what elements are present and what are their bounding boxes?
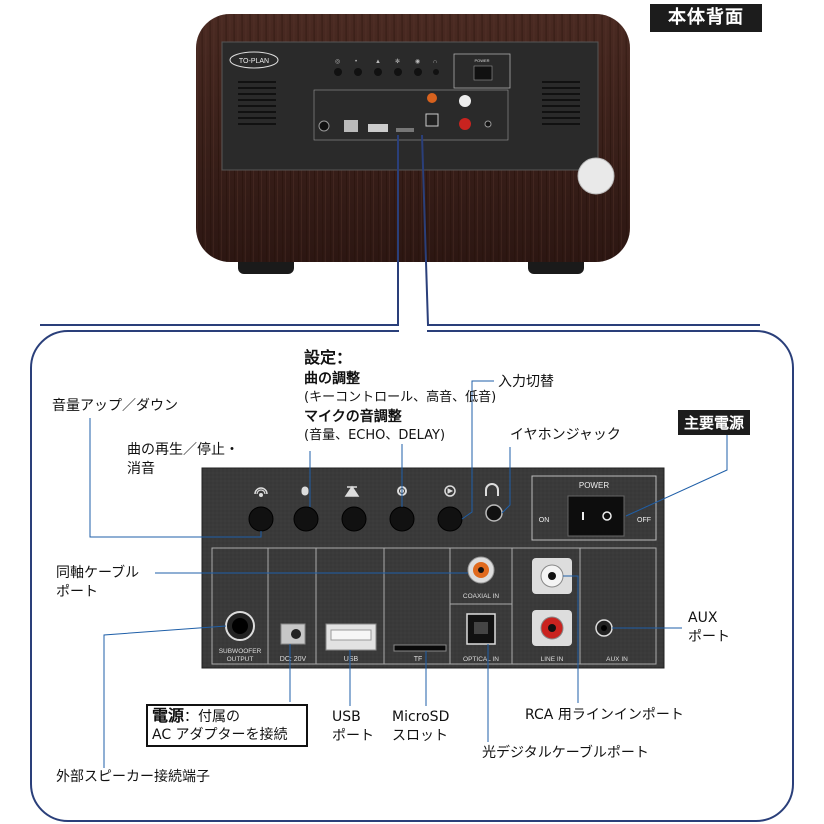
coaxial-label-2: ポート <box>56 584 98 600</box>
play-pause-button <box>293 506 319 532</box>
play-pause-label-2: 消音 <box>127 461 155 477</box>
svg-text:◉: ◉ <box>415 59 420 65</box>
play-pause-label-1: 曲の再生／停止・ <box>127 442 239 458</box>
brand-label: TO-PLAN <box>239 58 269 65</box>
svg-text:COAXIAL IN: COAXIAL IN <box>463 593 500 600</box>
svg-text:✻: ✻ <box>395 58 400 65</box>
earphone-label: イヤホンジャック <box>510 427 621 443</box>
device-rear-illustration: TO-PLAN ◎ • ▲ ✻ ◉ ∩ POWER <box>40 14 760 326</box>
volume-label: 音量アップ／ダウン <box>52 398 178 414</box>
aux-label-2: ポート <box>688 629 730 645</box>
svg-text:POWER: POWER <box>474 58 489 63</box>
mute-button <box>341 506 367 532</box>
svg-text:LINE IN: LINE IN <box>541 656 564 663</box>
settings-line1: 曲の調整 <box>304 371 360 387</box>
svg-text:∩: ∩ <box>433 59 437 65</box>
svg-text:POWER: POWER <box>579 481 609 490</box>
aux-label-1: AUX <box>688 610 718 626</box>
svg-text:▲: ▲ <box>375 59 381 65</box>
coaxial-label-1: 同軸ケーブル <box>56 565 140 581</box>
power-switch <box>567 495 625 537</box>
rear-panel <box>221 41 599 171</box>
svg-text:USB: USB <box>344 656 359 663</box>
power-adapter-rest: ：付属の <box>184 709 241 725</box>
external-speaker-label: 外部スピーカー接続端子 <box>56 769 210 785</box>
svg-text:◎: ◎ <box>335 59 340 65</box>
input-switch-icon <box>444 485 456 497</box>
optical-label: 光デジタルケーブルポート <box>482 745 649 761</box>
page-title: 本体背面 <box>650 4 762 32</box>
input-switch-label: 入力切替 <box>498 374 554 390</box>
svg-text:ON: ON <box>539 517 550 524</box>
usb-label-1: USB <box>332 709 361 725</box>
headphone-icon <box>485 483 499 496</box>
svg-text:DC: 20V: DC: 20V <box>280 656 307 663</box>
settings-line4: (音量、ECHO、DELAY) <box>304 428 446 443</box>
volume-knob <box>248 506 274 532</box>
power-adapter-line2: AC アダプターを接続 <box>152 727 288 743</box>
earphone-jack <box>485 504 503 522</box>
svg-text:•: • <box>355 59 357 65</box>
svg-text:OUTPUT: OUTPUT <box>227 656 254 663</box>
microsd-label-2: スロット <box>392 728 448 744</box>
microsd-label-1: MicroSD <box>392 709 450 725</box>
settings-line3: マイクの音調整 <box>304 409 402 425</box>
mic-icon <box>254 487 268 495</box>
power-adapter-label: 電源：付属の AC アダプターを接続 <box>146 704 308 747</box>
settings-button <box>389 506 415 532</box>
svg-text:AUX IN: AUX IN <box>606 656 628 663</box>
microsd-slot <box>393 644 447 652</box>
svg-text:OPTICAL IN: OPTICAL IN <box>463 656 499 663</box>
main-power-label: 主要電源 <box>678 410 751 435</box>
power-box <box>531 475 657 541</box>
serial-sticker <box>577 157 615 195</box>
svg-text:TF: TF <box>414 656 423 663</box>
settings-line2: (キーコントロール、高音、低音) <box>304 390 497 405</box>
rca-label: RCA 用ラインインポート <box>525 707 684 723</box>
play-pause-icon <box>301 486 309 496</box>
usb-label-2: ポート <box>332 728 374 744</box>
input-switch-button <box>437 506 463 532</box>
settings-title: 設定： <box>304 348 353 367</box>
power-adapter-bold: 電源 <box>152 706 185 725</box>
svg-text:SUBWOOFER: SUBWOOFER <box>219 648 262 655</box>
eject-icon <box>344 485 360 497</box>
svg-text:OFF: OFF <box>637 517 651 524</box>
